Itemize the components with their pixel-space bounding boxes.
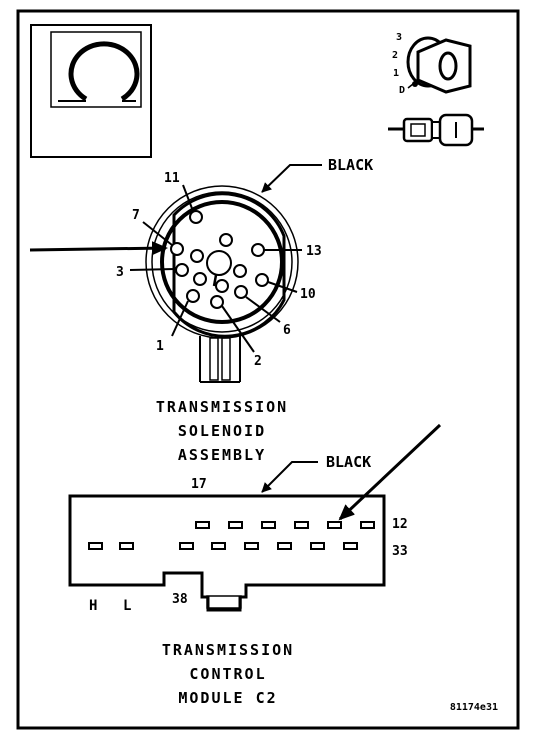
svg-text:SOLENOID: SOLENOID [178,422,266,440]
solenoid-pins [170,210,269,309]
pin-hole [215,279,229,293]
pin-label-12: 12 [392,517,408,532]
terminal [294,521,309,529]
terminal [228,521,243,529]
pin-leader [129,268,176,271]
terminal [360,521,375,529]
terminal [195,521,210,529]
solenoid-color-label: BLACK [328,156,373,174]
pin-label-33: 33 [392,544,408,559]
connector-view-icon [30,24,152,158]
terminal [244,542,259,550]
tcm-terminals-bottom [88,542,358,550]
pin-hole [189,210,203,224]
svg-text:D: D [399,85,405,96]
pin-hole [210,295,224,309]
pin-label-h: H [89,598,97,614]
terminal [88,542,103,550]
solenoid-connector [145,185,299,383]
pin-hole [255,273,269,287]
pin-hole [251,243,265,257]
pin-hole [190,249,204,263]
pin-leaders [142,184,302,353]
svg-text:2: 2 [392,50,398,61]
pin-label-2: 2 [254,354,262,369]
pin-label-11: 11 [164,171,180,186]
pin-hole [233,264,247,278]
solenoid-title: TRANSMISSION SOLENOID ASSEMBLY [156,398,288,464]
pin-hole [193,272,207,286]
terminal [261,521,276,529]
terminal [211,542,226,550]
solenoid-wire-tail [199,336,241,383]
svg-text:MODULE C2: MODULE C2 [178,689,277,707]
pin-hole [234,285,248,299]
terminal [179,542,194,550]
tcm-title: TRANSMISSION CONTROL MODULE C2 [162,641,294,707]
pin-label-38: 38 [172,592,188,607]
pin-hole [170,242,184,256]
pin-label-10: 10 [300,287,316,302]
svg-text:ASSEMBLY: ASSEMBLY [178,446,266,464]
pin-label-13: 13 [306,244,322,259]
terminal [277,542,292,550]
svg-text:1: 1 [393,68,399,79]
terminal [343,542,358,550]
pin-label-7: 7 [132,208,140,223]
pin-label-3: 3 [116,265,124,280]
pin-label-6: 6 [283,323,291,338]
pin-hole [219,233,233,247]
tcm-color-label: BLACK [326,453,371,471]
tcm-terminals-top [195,521,375,529]
pin-hole [186,289,200,303]
ignition-key-icon: 3 2 1 D [392,32,472,96]
diagram-frame [16,9,520,730]
indicator-arrow [338,423,442,521]
figure-id: 81174e31 [450,702,498,713]
indicator-arrow [29,241,168,256]
pin-label-l: L [123,598,131,614]
terminal [119,542,134,550]
pin-hole [175,263,189,277]
pin-label-1: 1 [156,339,164,354]
tcm-connector [68,494,386,612]
connector-mate-icon [388,113,484,147]
terminal [327,521,342,529]
svg-text:CONTROL: CONTROL [189,665,266,683]
svg-text:TRANSMISSION: TRANSMISSION [162,641,294,659]
terminal [310,542,325,550]
svg-text:3: 3 [396,32,402,43]
svg-text:TRANSMISSION: TRANSMISSION [156,398,288,416]
pin-label-17: 17 [191,477,207,492]
